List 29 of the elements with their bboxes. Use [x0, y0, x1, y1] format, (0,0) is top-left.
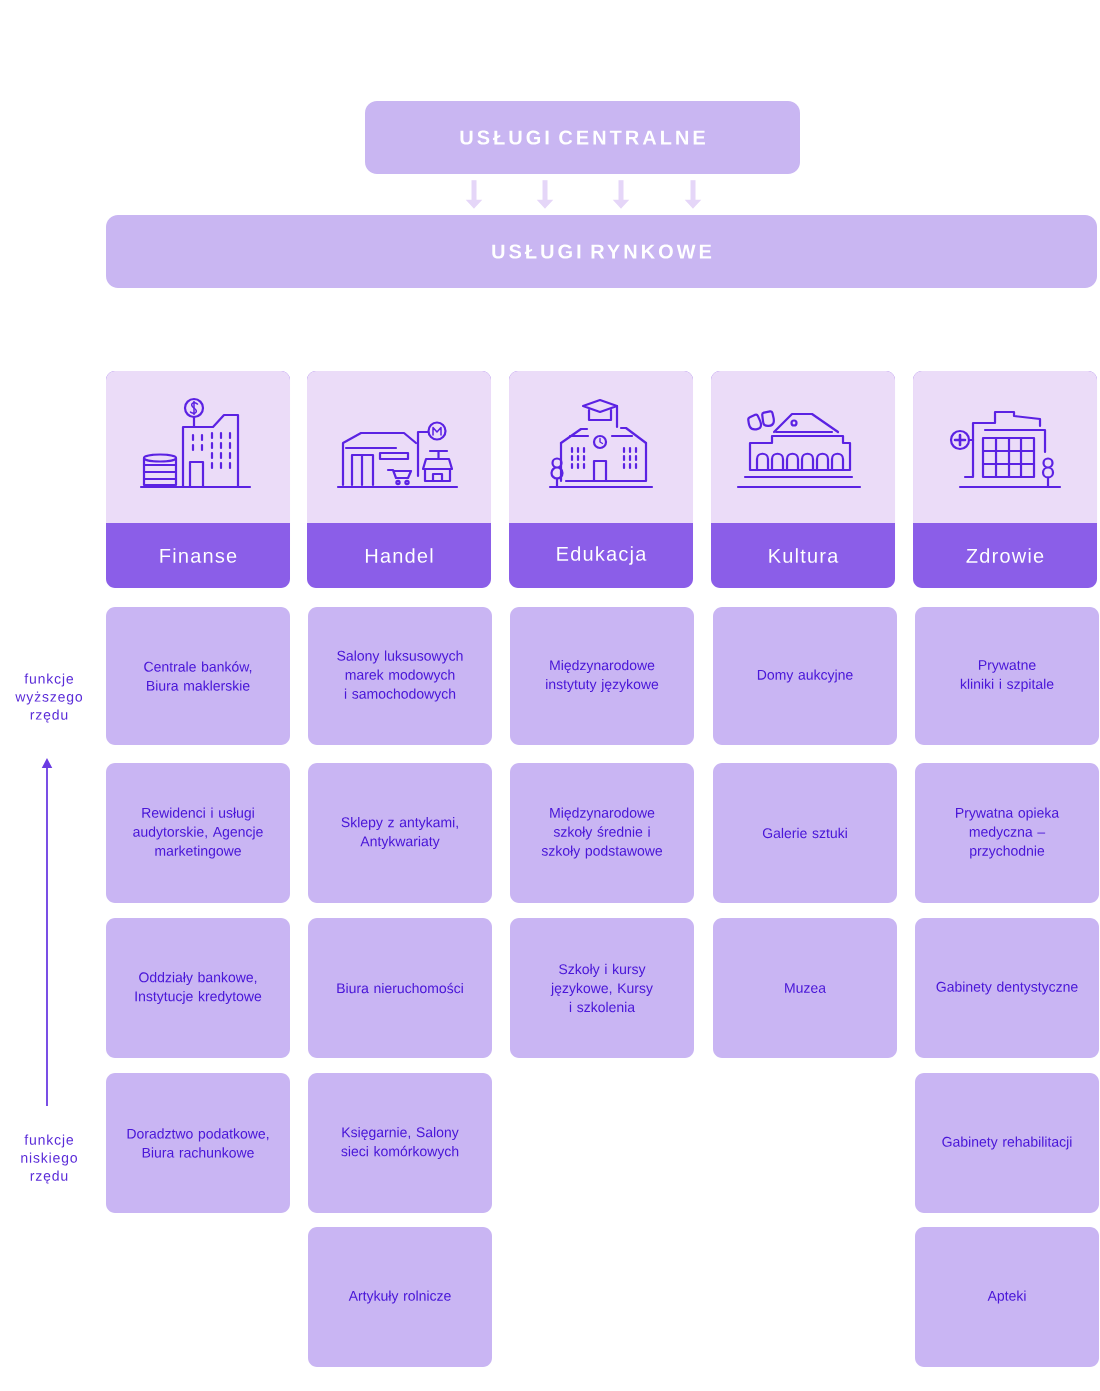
- service-box: Doradztwo podatkowe, Biura rachunkowe: [106, 1073, 290, 1213]
- service-box: Rewidenci i usługi audytorskie, Agencje marketingowe: [106, 763, 290, 903]
- service-box: Galerie sztuki: [713, 763, 897, 903]
- service-box: Gabinety rehabilitacji: [915, 1073, 1099, 1213]
- side-label: funkcje wyższego rzędu: [15, 673, 83, 723]
- service-box: Muzea: [713, 918, 897, 1058]
- service-box: Centrale banków, Biura maklerskie: [106, 607, 290, 745]
- service-box: Międzynarodowe szkoły średnie i szkoły podstawowe: [510, 763, 694, 903]
- service-box: Salony luksusowych marek modowych i samochodowych: [308, 607, 492, 745]
- category-card: Zdrowie: [913, 371, 1097, 588]
- service-box: Biura nieruchomości: [308, 918, 492, 1058]
- service-box: Prywatne kliniki i szpitale: [915, 607, 1099, 745]
- service-box: Szkoły i kursy językowe, Kursy i szkolenia: [510, 918, 694, 1058]
- service-box: Oddziały bankowe, Instytucje kredytowe: [106, 918, 290, 1058]
- service-box: Artykuły rolnicze: [308, 1227, 492, 1367]
- service-box: Domy aukcyjne: [713, 607, 897, 745]
- service-box: Prywatna opieka medyczna – przychodnie: [915, 763, 1099, 903]
- service-box: Księgarnie, Salony sieci komórkowych: [308, 1073, 492, 1213]
- category-card: Handel: [307, 371, 491, 588]
- header-box: USŁUGI CENTRALNE: [365, 101, 800, 174]
- side-label: funkcje niskiego rzędu: [21, 1134, 77, 1184]
- service-box: Gabinety dentystyczne: [915, 918, 1099, 1058]
- category-card: Edukacja: [509, 371, 693, 588]
- category-card: Kultura: [711, 371, 895, 588]
- service-box: Apteki: [915, 1227, 1099, 1367]
- category-card: Finanse: [106, 371, 290, 588]
- header-box: USŁUGI RYNKOWE: [106, 215, 1097, 288]
- service-box: Sklepy z antykami, Antykwariaty: [308, 763, 492, 903]
- service-box: Międzynarodowe instytuty językowe: [510, 607, 694, 745]
